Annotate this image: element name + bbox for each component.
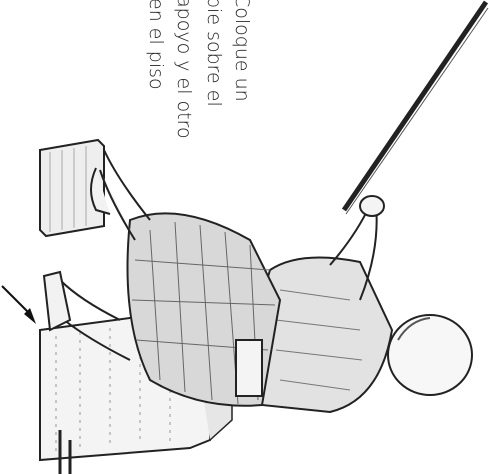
instruction-line-3: apoyo y el otro	[174, 0, 194, 139]
instruction-text: Coloque un pie sobre el apoyo y el otro …	[136, 0, 266, 150]
arrow-icon	[2, 286, 36, 324]
instruction-line-4: en el piso	[146, 0, 166, 90]
instruction-line-2: pie sobre el	[204, 0, 224, 107]
cane-icon	[344, 2, 488, 214]
instruction-line-1: Coloque un	[232, 0, 252, 102]
